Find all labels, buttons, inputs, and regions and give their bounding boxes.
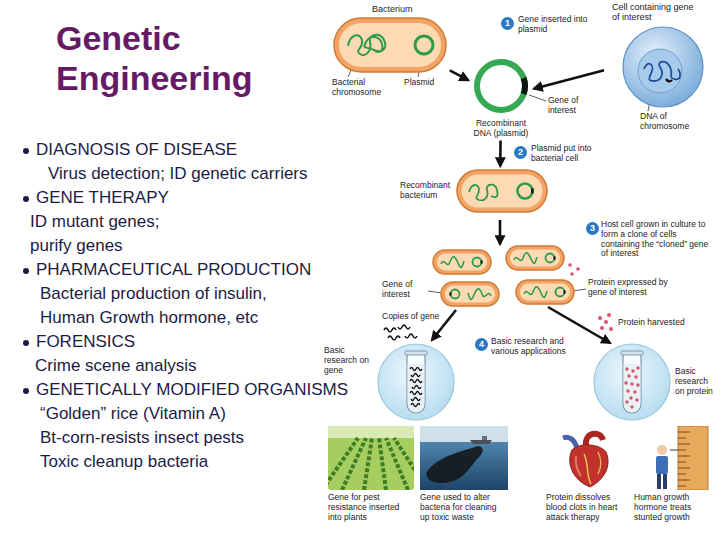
process-arrows	[432, 220, 610, 343]
test-tube-circle	[592, 342, 672, 422]
gene-copies	[384, 325, 417, 340]
step-number: 1	[501, 17, 514, 30]
list-item: Bacterial production of insulin,	[40, 284, 267, 304]
part-label: Copies of gene	[382, 312, 439, 322]
part-heading: Bacterium	[372, 4, 442, 14]
step-badge: 4	[475, 338, 488, 351]
slide-title: Genetic Engineering	[56, 18, 296, 98]
application: Protein dissolves blood clots in heart a…	[546, 426, 628, 522]
list-heading: FORENSICS	[36, 332, 135, 352]
part-label: Basic research on gene	[324, 346, 372, 375]
cell-sphere	[606, 25, 716, 109]
process-arrow	[450, 70, 468, 80]
step-text: Basic research and various applications	[491, 337, 581, 357]
part-label: Gene of interest	[548, 96, 596, 116]
crop-picture	[328, 426, 414, 490]
expressed-protein	[568, 263, 580, 276]
step-text: Host cell grown in culture to form a clo…	[601, 220, 715, 259]
list-heading: GENE THERAPY	[36, 188, 169, 208]
process-arrow	[499, 141, 502, 166]
leader-lines	[348, 56, 652, 294]
list-item: ID mutant genes;	[30, 212, 159, 232]
list-item: Virus detection; ID genetic carriers	[48, 164, 308, 184]
part-label: Basic research on protein	[675, 367, 716, 396]
part-label: Recombinant bacterium	[400, 181, 452, 201]
list-heading: PHARMACEUTICAL PRODUCTION	[36, 260, 311, 280]
caption: Human growth hormone treats stunted grow…	[634, 493, 716, 522]
list-heading: GENETICALLY MODIFIED ORGANISMS	[36, 380, 348, 400]
oil-spill-picture	[420, 426, 508, 490]
step-badge: 3	[586, 222, 599, 235]
part-label: Plasmid	[404, 78, 434, 88]
part-label: DNA of chromosome	[640, 112, 704, 132]
recombinant-plasmid: Recombinant DNA (plasmid)	[470, 56, 532, 139]
heart-picture	[546, 426, 628, 490]
list-item: purify genes	[30, 236, 123, 256]
bacterium-cell	[455, 168, 549, 214]
bacterium-cell	[332, 16, 448, 74]
step-number: 3	[586, 222, 599, 235]
part-label: Protein harvested	[618, 318, 685, 328]
donor-cell: Cell containing gene of interest	[606, 2, 716, 109]
bacterium: Bacterium	[332, 4, 448, 74]
part-heading: Cell containing gene of interest	[612, 2, 696, 23]
application: Gene used to alter bacteria for cleaning…	[420, 426, 508, 522]
protein-research: Basic research on protein	[592, 342, 716, 422]
part-label: Protein expressed by gene of interest	[588, 278, 672, 298]
recombinant-bacterium: Recombinant bacterium	[400, 168, 600, 214]
part-label: Recombinant DNA (plasmid)	[470, 119, 532, 139]
caption: Gene for pest resistance inserted into p…	[328, 493, 414, 522]
harvested-protein	[598, 313, 613, 331]
application: Human growth hormone treats stunted grow…	[634, 426, 716, 522]
bullet-dots	[23, 148, 29, 394]
process-arrow	[534, 70, 604, 88]
caption: Gene used to alter bacteria for cleaning…	[420, 493, 508, 522]
bacterial-clones	[433, 246, 574, 306]
caption: Protein dissolves blood clots in heart a…	[546, 493, 628, 522]
list-item: Human Growth hormone, etc	[40, 308, 258, 328]
list-item: Crime scene analysis	[35, 356, 197, 376]
list-item: Toxic cleanup bacteria	[40, 452, 208, 472]
part-label: Bacterial chromosome	[332, 78, 388, 98]
step-badge: 1	[501, 17, 514, 30]
list-item: Bt-corn-resists insect pests	[40, 428, 244, 448]
test-tube-circle	[376, 342, 456, 422]
step-text: Gene inserted into plasmid	[518, 15, 600, 35]
height-chart-picture	[634, 426, 716, 490]
list-item: “Golden” rice (Vitamin A)	[40, 404, 226, 424]
plasmid-ring	[470, 56, 532, 116]
list-heading: DIAGNOSIS OF DISEASE	[36, 140, 237, 160]
step-number: 4	[475, 338, 488, 351]
step-text: Plasmid put into bacterial cell	[531, 144, 607, 164]
gene-research: Basic research on gene	[324, 342, 456, 422]
part-label: Gene of interest	[382, 280, 428, 300]
step-badge: 2	[514, 146, 527, 159]
application: Gene for pest resistance inserted into p…	[328, 426, 414, 522]
step-number: 2	[514, 146, 527, 159]
